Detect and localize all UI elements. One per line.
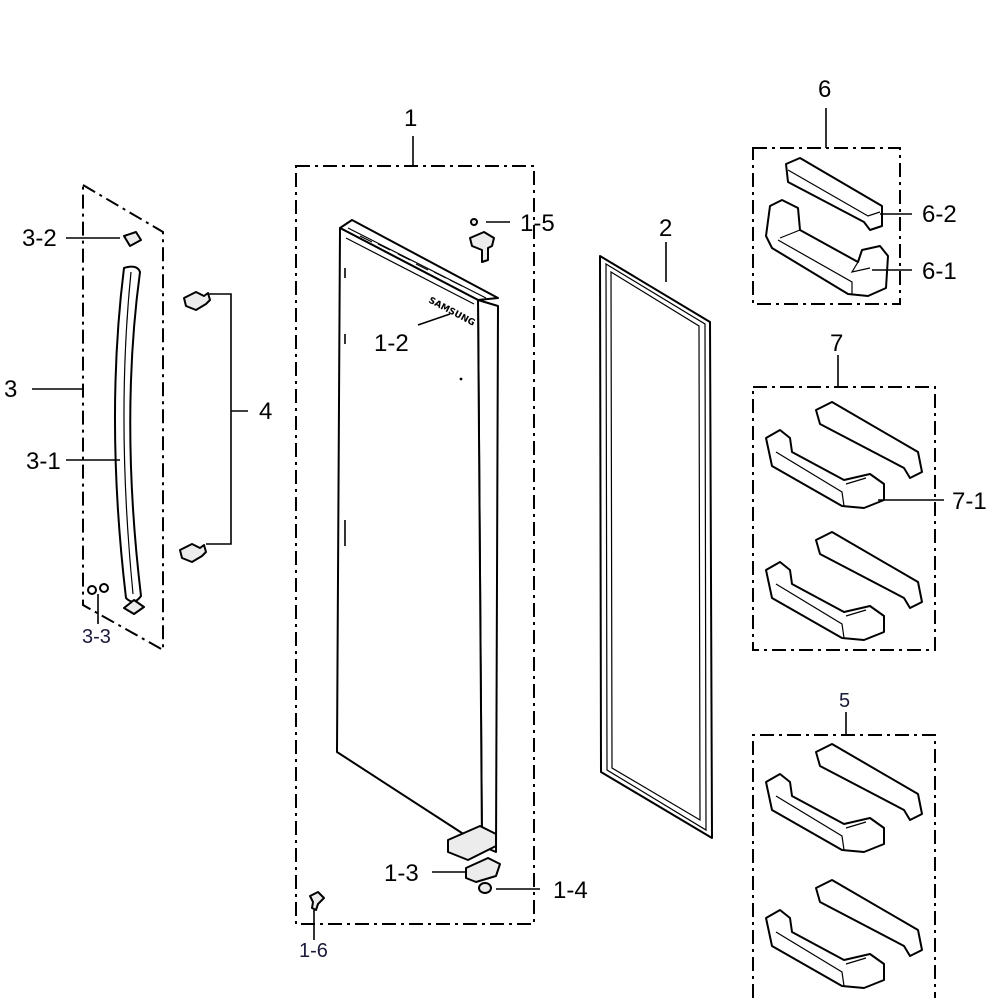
label-guard-group: 6 xyxy=(818,76,831,103)
guard-set-upper-floor xyxy=(775,795,867,851)
bin-upper-floor xyxy=(775,451,867,507)
label-guard-bin: 6-1 xyxy=(922,258,957,285)
handle-bottom-cap xyxy=(123,599,145,615)
hinge-pin xyxy=(469,231,495,263)
guard-bin xyxy=(765,199,889,297)
door-screw xyxy=(309,891,325,911)
washer xyxy=(478,882,492,894)
door-assembly: 1 SAMSUNG 1-2 1-5 1-3 1-4 xyxy=(295,105,588,962)
door-top-trim xyxy=(345,237,475,305)
guard-set-lower-floor xyxy=(775,931,867,987)
bin-set-assembly: 7 7-1 xyxy=(752,330,987,651)
guard-set-upper-back xyxy=(815,743,923,821)
bolt-bottom xyxy=(179,543,207,563)
label-handle-screws: 3-3 xyxy=(82,626,111,648)
label-door-screw: 1-6 xyxy=(299,940,328,962)
guard-assembly: 6 6-2 6-1 xyxy=(752,76,957,305)
guard-set-lower xyxy=(765,879,923,989)
hinge-pin-small xyxy=(470,218,478,226)
label-handle-group: 3 xyxy=(4,376,17,403)
label-bolts: 4 xyxy=(259,398,272,425)
door-dot xyxy=(459,377,463,381)
bin-upper-back xyxy=(815,401,923,479)
guard-bin-floor xyxy=(777,239,853,294)
bin-lower xyxy=(765,531,923,641)
bolt-assembly: 4 xyxy=(179,291,272,563)
gasket-inner-2 xyxy=(605,262,707,832)
label-door-cover: 1-2 xyxy=(374,330,409,357)
guard-bin-lip xyxy=(779,229,871,273)
door-top-vents xyxy=(359,235,463,287)
bin-upper xyxy=(765,401,923,509)
label-bin-set: 7 xyxy=(830,330,843,357)
guard-set-upper-front xyxy=(765,773,885,853)
handle-group-box xyxy=(82,183,164,652)
label-lower-hinge: 1-3 xyxy=(384,860,419,887)
bolt-top xyxy=(183,291,211,311)
guard-set-lower-back xyxy=(815,879,923,957)
handle-cap xyxy=(123,231,142,247)
gasket-assembly: 2 xyxy=(599,215,713,839)
bin-upper-front xyxy=(765,429,885,509)
label-handle-cap: 3-2 xyxy=(22,225,57,252)
handle-bar-edge xyxy=(123,271,134,595)
bin-lower-back xyxy=(815,531,923,609)
label-handle: 3-1 xyxy=(26,448,61,475)
gasket-outer xyxy=(599,255,713,839)
door-group-box xyxy=(295,165,535,925)
handle-screw-b xyxy=(99,583,109,593)
door-cover-leader xyxy=(417,313,451,326)
label-door: 1 xyxy=(404,105,417,132)
bin-lower-floor xyxy=(775,583,867,639)
handle-bar xyxy=(113,265,142,603)
label-hinge-pin: 1-5 xyxy=(520,210,555,237)
bin-set-box xyxy=(752,386,936,651)
guard-cover xyxy=(785,157,883,231)
guard-set-box xyxy=(752,734,936,998)
label-gasket: 2 xyxy=(659,215,672,242)
label-bin: 7-1 xyxy=(952,488,987,515)
gasket-inner xyxy=(610,270,701,822)
guard-set-assembly: 5 xyxy=(752,690,936,998)
label-guard-cover: 6-2 xyxy=(922,201,957,228)
label-washer: 1-4 xyxy=(553,877,588,904)
guard-set-upper xyxy=(765,743,923,853)
door-top-trim-2 xyxy=(347,227,487,299)
lower-hinge xyxy=(465,857,501,883)
label-guard-set: 5 xyxy=(839,690,850,712)
guard-set-lower-front xyxy=(765,909,885,989)
lower-hinge-plate xyxy=(447,825,497,861)
bin-lower-front xyxy=(765,561,885,641)
handle-screw-a xyxy=(87,585,97,595)
handle-assembly: 3-2 3 3-1 3-3 xyxy=(4,183,164,652)
bolt-bracket xyxy=(206,293,232,545)
guard-cover-edge xyxy=(787,169,881,217)
